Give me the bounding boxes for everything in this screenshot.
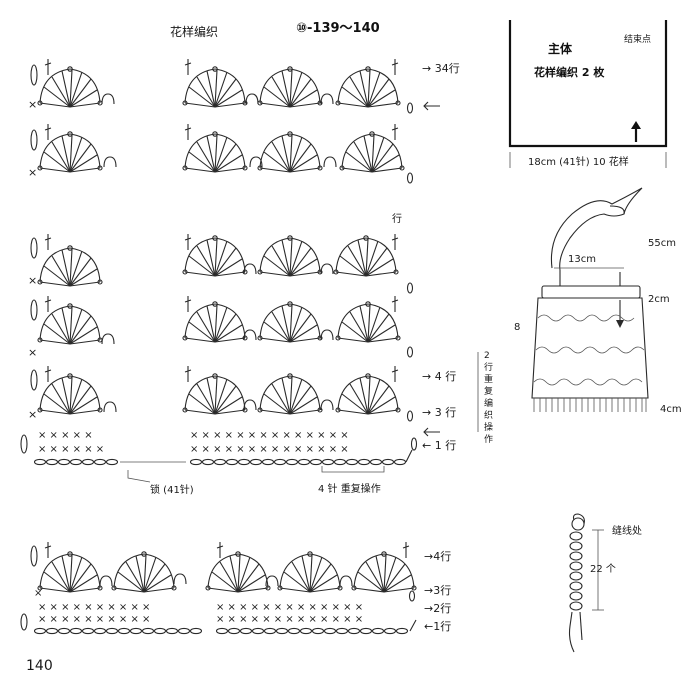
row-label-4: → 4 行: [422, 370, 456, 383]
panel-width-label: 18cm (41针) 10 花样: [528, 155, 629, 168]
bottom-label: 4cm: [660, 404, 682, 415]
foundation-chain: [33, 449, 413, 466]
svg-text:×: ×: [28, 98, 37, 111]
strap-length-label: 55cm: [648, 238, 676, 249]
row-label-34: → 34行: [422, 62, 460, 75]
body-panel-title: 主体: [548, 41, 573, 56]
diagram-title: 花样编织: [170, 24, 218, 39]
fan-row-5: [37, 373, 401, 415]
side-label: 8: [514, 322, 520, 333]
bottom-row-label-4: →4行: [424, 550, 451, 563]
turning-chains-left: × × × × ×: [20, 64, 38, 454]
handle-span-label: 13cm: [568, 254, 596, 265]
bottom-row-label-1: ←1行: [424, 620, 451, 633]
svg-text:×: ×: [34, 588, 42, 599]
fan-row-4: [37, 301, 401, 345]
diagram-code: ⑩-139～140: [296, 21, 380, 36]
body-panel-subtitle: 花样编织 2 枚: [534, 65, 605, 79]
bottom-row-label-2: →2行: [424, 602, 451, 615]
pattern-chart-bottom: × × × × × × × × × × × × × × × × × × × × …: [20, 541, 451, 635]
svg-text:× × × × × × × × × × × × × ×: × × × × × × × × × × × × × ×: [190, 430, 349, 441]
sc-row-2: × × × × × × × × × × × × × × × × × × ×: [38, 430, 349, 441]
bottom-row-label-3: →3行: [424, 584, 451, 597]
svg-text:× × × × × × × × × ×: × × × × × × × × × ×: [38, 614, 150, 625]
cord-sewing-label: 缝线处: [612, 524, 642, 537]
body-panel-schematic: 主体 花样编织 2 枚 结束点 18cm (41针) 10 花样: [508, 20, 668, 168]
svg-text:× × × × × ×: × × × × × ×: [38, 444, 104, 455]
fan-row-1: [37, 66, 401, 108]
svg-text:×: ×: [28, 274, 37, 287]
page-number: 140: [26, 658, 53, 674]
fan-row-3: [37, 235, 399, 287]
fan-row-bottom: [37, 551, 417, 593]
cord-count-label: 22 个: [590, 563, 616, 575]
svg-text:× × × × × × × × × × × × ×: × × × × × × × × × × × × ×: [216, 602, 363, 613]
pattern-chart-top: × × × × × × × × × × × × × × × × × × × × …: [20, 58, 496, 496]
row-label-3: → 3 行: [422, 406, 456, 419]
svg-text:× × × × × × × × × ×: × × × × × × × × × ×: [38, 602, 150, 613]
fan-row-2: [37, 131, 405, 173]
svg-text:×: ×: [28, 408, 37, 421]
row-label-gyo: 行: [392, 212, 402, 225]
svg-text:×: ×: [28, 166, 37, 179]
row-label-1: ← 1 行: [422, 439, 456, 452]
top-band-label: 2cm: [648, 294, 670, 305]
chain-count-label: 锁 (41针): [150, 483, 194, 496]
beaded-cord: 缝线处 22 个: [568, 513, 642, 653]
end-point-label: 结束点: [624, 33, 651, 45]
repeat-4st-label: 4 针 重复操作: [318, 482, 381, 495]
svg-text:× × × × × × × × × × × × × ×: × × × × × × × × × × × × × ×: [190, 444, 349, 455]
bag-illustration: 13cm 55cm 2cm 8 4cm: [514, 187, 682, 415]
foundation-chain-bottom: [33, 619, 417, 635]
turning-chains-right: [406, 102, 418, 451]
svg-text:× × × × × × × × × × × × ×: × × × × × × × × × × × × ×: [216, 614, 363, 625]
sc-row-1: × × × × × × × × × × × × × × × × × × × ×: [38, 444, 349, 455]
svg-text:× × × × ×: × × × × ×: [38, 430, 93, 441]
repeat-note: 2 行 重 复 编 织 操 作: [484, 351, 496, 445]
svg-text:×: ×: [28, 346, 37, 359]
